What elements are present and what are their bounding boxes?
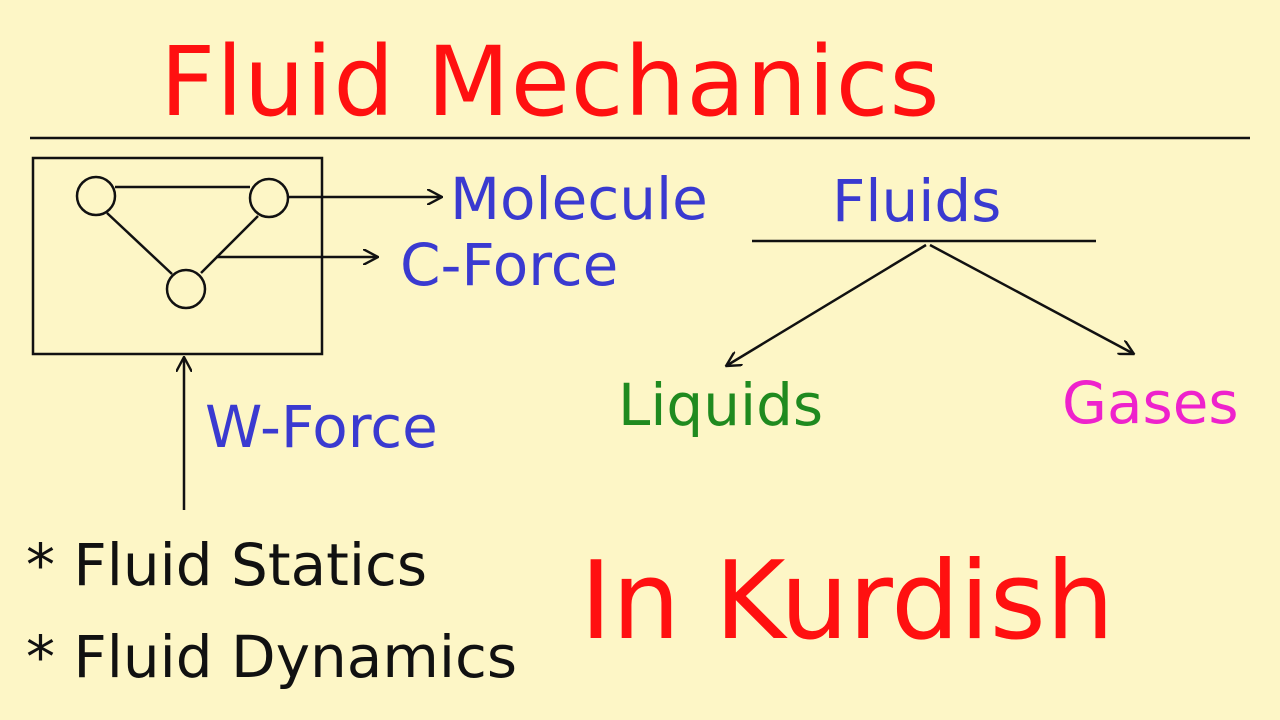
w-force-label: W-Force xyxy=(205,393,438,461)
bond-left xyxy=(106,212,173,275)
molecule-left xyxy=(75,175,117,217)
bullet-fluid-statics: * Fluid Statics xyxy=(26,531,428,599)
page-title: Fluid Mechanics xyxy=(160,26,941,138)
molecule-right xyxy=(248,177,290,219)
gases-branch xyxy=(929,243,1134,354)
molecule-bottom xyxy=(165,268,207,310)
c-force-label: C-Force xyxy=(400,231,619,299)
gases-label: Gases xyxy=(1062,369,1239,437)
bullet-fluid-dynamics: * Fluid Dynamics xyxy=(26,623,518,691)
liquids-branch xyxy=(726,243,927,366)
molecule-label: Molecule xyxy=(450,165,708,233)
bond-right xyxy=(200,215,259,274)
fluids-label: Fluids xyxy=(832,167,1002,235)
liquids-label: Liquids xyxy=(618,371,824,439)
subtitle: In Kurdish xyxy=(580,539,1115,664)
